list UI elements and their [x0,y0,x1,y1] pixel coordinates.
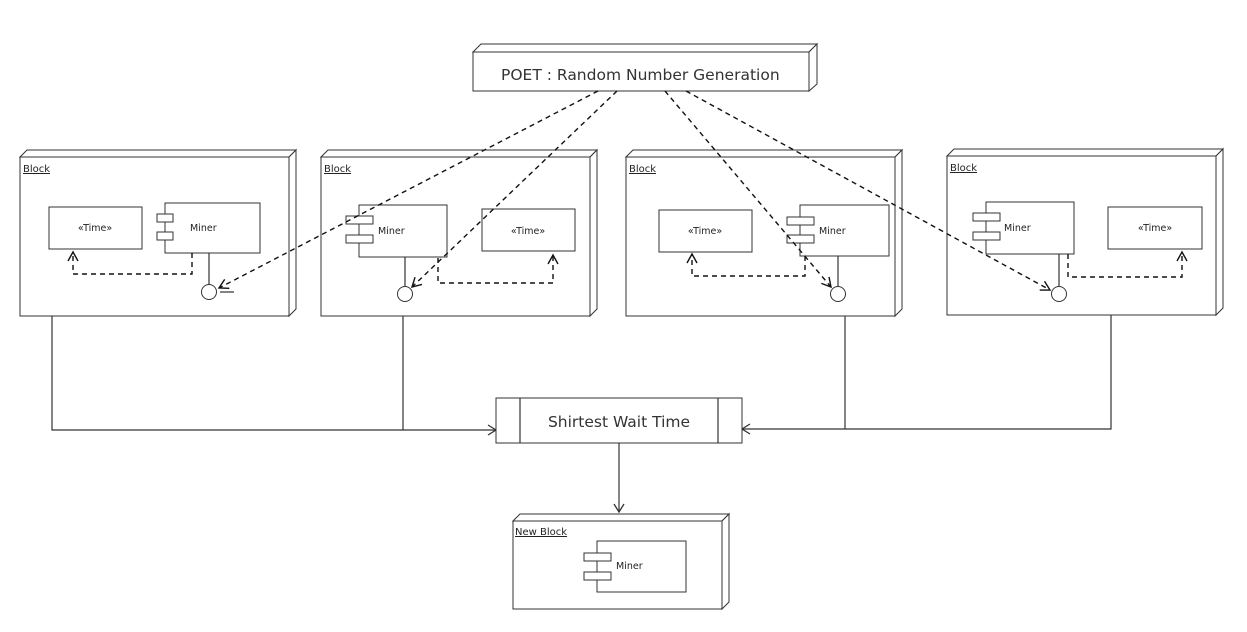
block-node-3: Block «Time» Miner [624,148,904,318]
time-dependency [1067,250,1188,278]
miner-component: Miner [345,204,448,258]
time-label: «Time» [688,226,723,237]
block-node-4: Block Miner «Time» [945,147,1225,317]
time-label: «Time» [78,223,113,234]
time-component: «Time» [48,206,143,250]
block-title: Block [950,163,977,174]
block-node-1: Block «Time» Miner [18,148,298,318]
miner-label: Miner [378,226,405,237]
wait-time-process: Shirtest Wait Time [495,397,743,444]
miner-component: Miner [583,540,687,593]
time-dependency [67,250,193,275]
poet-dependencies [217,90,1052,291]
block-connectors [51,315,1112,436]
time-label: «Time» [1138,223,1173,234]
process-label: Shirtest Wait Time [548,413,690,431]
miner-component: Miner [156,202,261,254]
time-dependency [437,253,559,284]
block-title: Block [629,164,656,175]
time-component: «Time» [481,208,576,252]
miner-label: Miner [616,561,643,572]
new-block-node: New Block Miner [511,512,731,611]
block-title: Block [23,164,50,175]
miner-label: Miner [1004,223,1031,234]
miner-label: Miner [819,226,846,237]
miner-component: Miner [786,204,890,257]
time-label: «Time» [511,226,546,237]
interface-port [201,284,217,300]
block-node-2: Block Miner «Time» [319,148,599,318]
interface-port [1051,286,1067,302]
interface-port [397,286,413,302]
time-dependency [686,252,806,277]
poet-node: POET : Random Number Generation [471,42,819,93]
new-block-title: New Block [515,527,567,538]
time-component: «Time» [658,209,753,253]
time-component: «Time» [1107,206,1203,250]
miner-component: Miner [972,201,1075,255]
miner-label: Miner [190,223,217,234]
poet-label: POET : Random Number Generation [501,66,780,84]
interface-port [830,286,846,302]
block-title: Block [324,164,351,175]
